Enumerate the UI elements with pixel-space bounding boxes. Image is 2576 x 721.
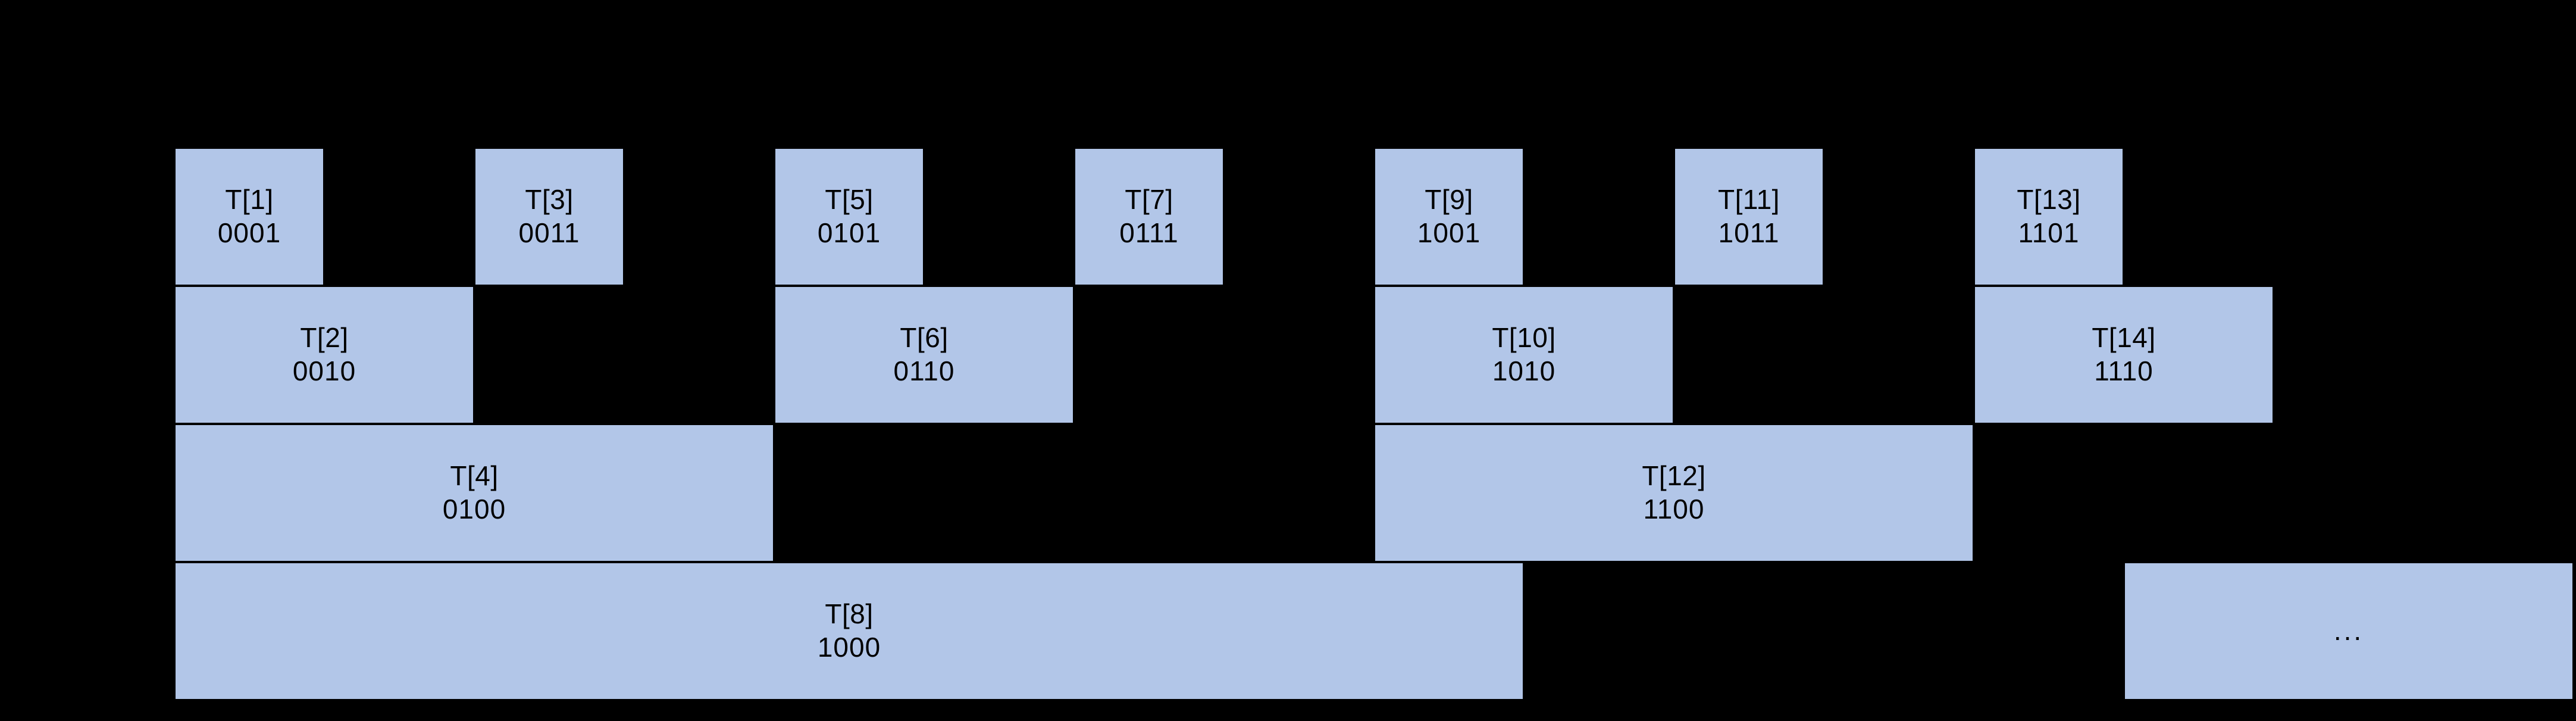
tree-node-t3: T[3]0011 [474, 148, 624, 286]
tree-node-ellipsis: ... [2124, 562, 2574, 700]
node-binary-code: 1110 [2094, 355, 2154, 386]
node-binary-code: 1101 [2018, 217, 2080, 248]
tree-node-t5: T[5]0101 [774, 148, 924, 286]
tree-node-t8: T[8]1000 [174, 562, 1524, 700]
tree-node-t6: T[6]0110 [774, 286, 1074, 424]
node-label: T[4] [450, 460, 499, 492]
node-label: T[1] [225, 184, 274, 216]
node-label: T[6] [900, 322, 949, 354]
node-label: T[10] [1492, 322, 1556, 354]
node-label: T[13] [2017, 184, 2081, 216]
node-label: ... [2333, 615, 2364, 647]
node-label: T[8] [825, 598, 874, 630]
node-binary-code: 0101 [817, 217, 881, 248]
node-binary-code: 0100 [442, 494, 506, 525]
node-binary-code: 0110 [893, 355, 955, 386]
node-label: T[2] [300, 322, 349, 354]
tree-node-t13: T[13]1101 [1974, 148, 2124, 286]
node-binary-code: 0011 [518, 217, 580, 248]
tree-node-t4: T[4]0100 [174, 424, 774, 562]
node-binary-code: 1001 [1417, 217, 1481, 248]
node-binary-code: 1100 [1643, 494, 1705, 525]
node-binary-code: 1010 [1492, 355, 1556, 386]
node-binary-code: 1000 [817, 632, 881, 663]
tree-node-t9: T[9]1001 [1374, 148, 1524, 286]
tree-node-t2: T[2]0010 [174, 286, 474, 424]
node-label: T[12] [1642, 460, 1706, 492]
node-binary-code: 0111 [1119, 217, 1179, 248]
node-binary-code: 1011 [1718, 217, 1780, 248]
tree-node-t1: T[1]0001 [174, 148, 324, 286]
node-binary-code: 0010 [292, 355, 356, 386]
node-label: T[5] [825, 184, 874, 216]
tree-node-t7: T[7]0111 [1074, 148, 1224, 286]
tree-node-t11: T[11]1011 [1674, 148, 1824, 286]
node-label: T[11] [1718, 184, 1780, 216]
node-label: T[7] [1125, 184, 1173, 216]
tree-node-t10: T[10]1010 [1374, 286, 1674, 424]
node-label: T[3] [525, 184, 574, 216]
node-label: T[14] [2092, 322, 2156, 354]
node-binary-code: 0001 [217, 217, 281, 248]
tree-node-t12: T[12]1100 [1374, 424, 1974, 562]
tree-node-t14: T[14]1110 [1974, 286, 2274, 424]
node-label: T[9] [1425, 184, 1473, 216]
